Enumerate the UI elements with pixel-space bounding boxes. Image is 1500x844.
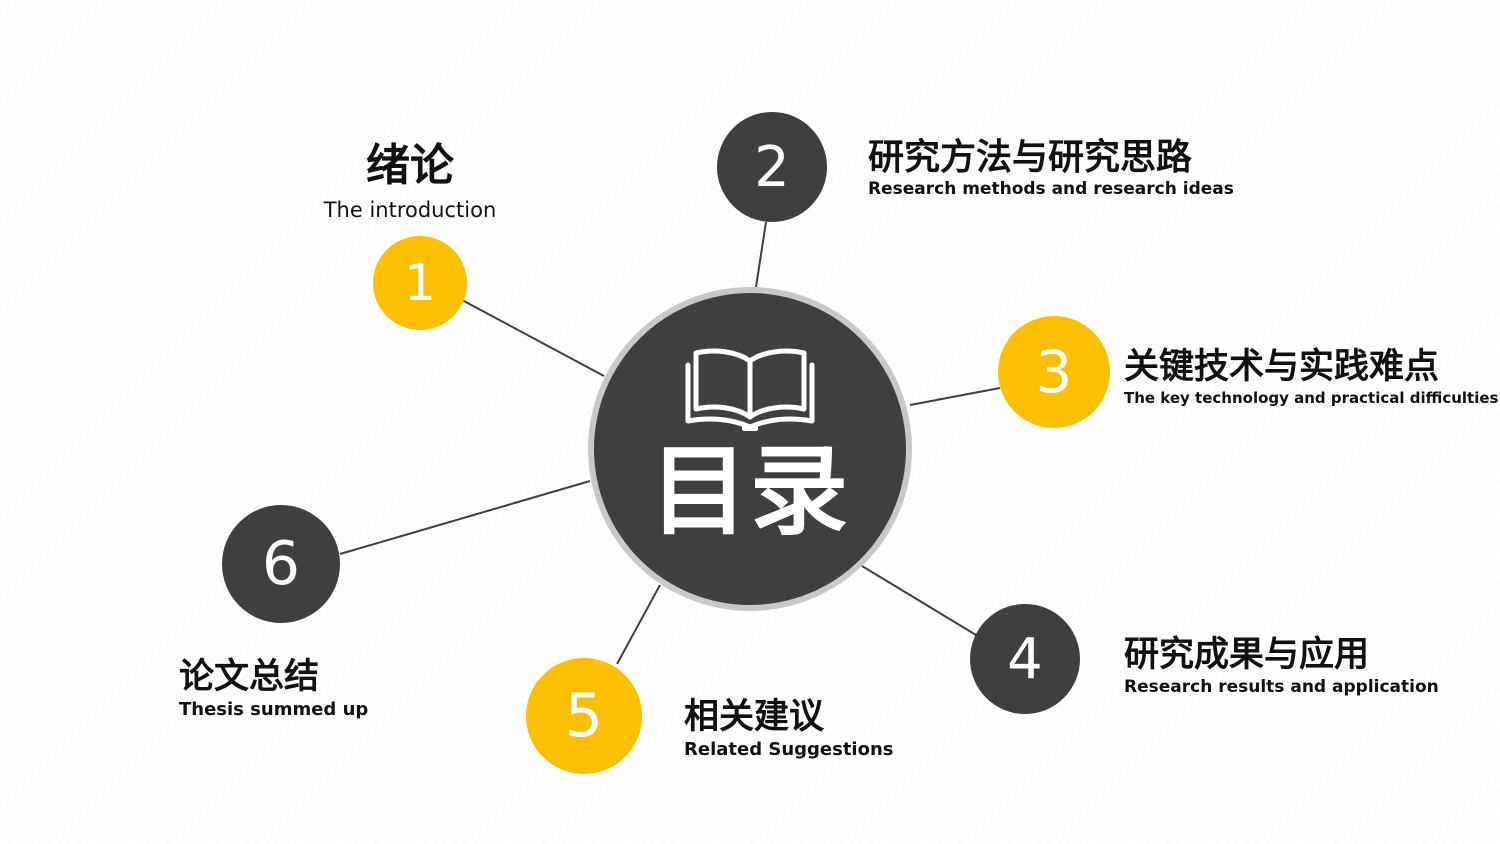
node-5[interactable]: 5 — [526, 658, 642, 774]
item-6-subtitle: Thesis summed up — [179, 699, 369, 720]
connector-line-4 — [861, 565, 977, 636]
item-2-label: 研究方法与研究思路 Research methods and research … — [868, 140, 1234, 198]
connector-line-5 — [616, 584, 661, 665]
item-2-subtitle: Research methods and research ideas — [868, 179, 1234, 199]
item-1-label: 绪论 The introduction — [300, 144, 520, 221]
item-3-title: 关键技术与实践难点 — [1124, 347, 1440, 387]
node-4-number: 4 — [1007, 626, 1043, 692]
item-3-label: 关键技术与实践难点 The key technology and practic… — [1124, 350, 1498, 406]
item-1-subtitle: The introduction — [323, 198, 497, 222]
node-2[interactable]: 2 — [717, 112, 827, 222]
item-2-title: 研究方法与研究思路 — [868, 137, 1193, 178]
item-4-label: 研究成果与应用 Research results and application — [1124, 638, 1439, 696]
center-title: 目录 — [649, 435, 850, 549]
node-1-number: 1 — [404, 254, 436, 312]
open-book-icon — [685, 348, 815, 431]
item-6-title: 论文总结 — [179, 657, 320, 697]
node-4[interactable]: 4 — [970, 604, 1080, 714]
item-5-title: 相关建议 — [684, 697, 825, 737]
item-5-subtitle: Related Suggestions — [684, 739, 894, 760]
item-1-title: 绪论 — [366, 140, 454, 191]
node-1[interactable]: 1 — [373, 236, 467, 330]
center-hub-inner: 目录 — [594, 293, 906, 605]
node-5-number: 5 — [564, 681, 604, 751]
node-6-number: 6 — [261, 529, 301, 599]
item-3-subtitle: The key technology and practical difficu… — [1124, 389, 1499, 407]
connector-line-6 — [339, 480, 591, 555]
node-3[interactable]: 3 — [998, 316, 1110, 428]
connector-line-3 — [909, 387, 1001, 406]
item-5-label: 相关建议 Related Suggestions — [684, 700, 894, 759]
center-hub: 目录 — [588, 287, 912, 611]
item-6-label: 论文总结 Thesis summed up — [179, 660, 368, 719]
connector-line-2 — [755, 221, 767, 288]
item-4-title: 研究成果与应用 — [1124, 635, 1370, 675]
item-4-subtitle: Research results and application — [1124, 677, 1439, 697]
node-6[interactable]: 6 — [222, 505, 340, 623]
node-3-number: 3 — [1035, 338, 1073, 406]
node-2-number: 2 — [754, 134, 790, 200]
connector-line-1 — [461, 299, 605, 377]
